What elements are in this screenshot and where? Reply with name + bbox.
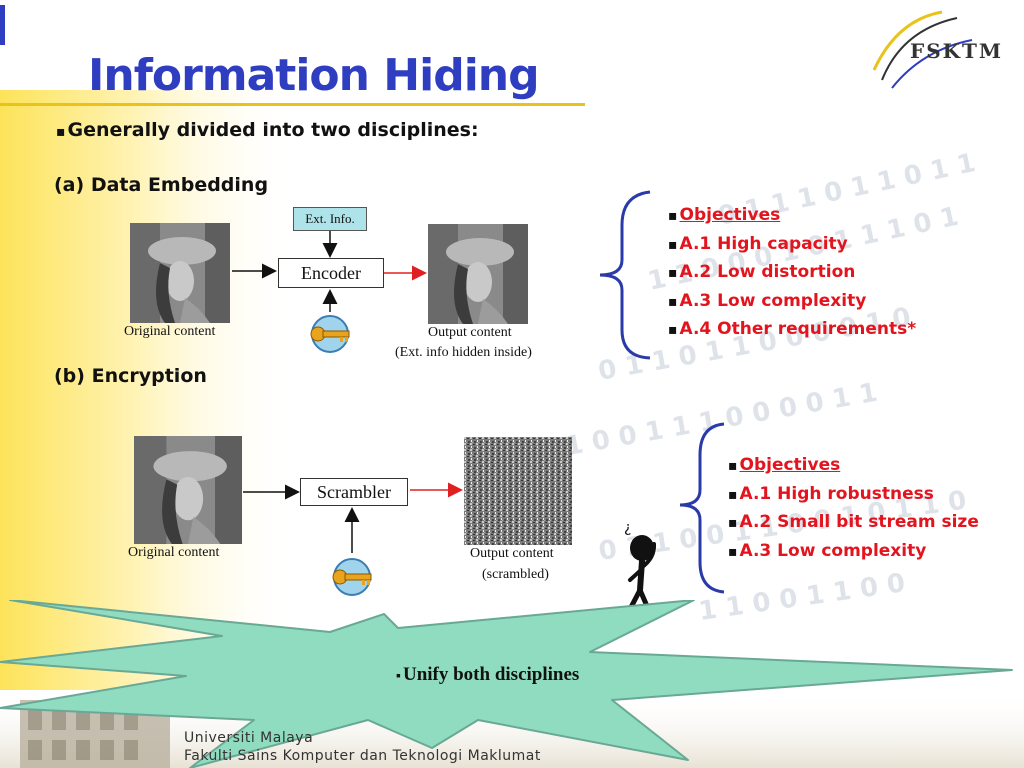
objective-b-3: A.3 Low complexity (728, 538, 979, 567)
section-a-label: Data Embedding (90, 174, 269, 196)
output-caption-b-line2: (scrambled) (482, 567, 549, 582)
output-caption-b-line1: Output content (470, 546, 554, 561)
objective-b-2: A.2 Small bit stream size (728, 509, 979, 538)
scrambler-box: Scrambler (300, 478, 408, 506)
objective-a-3: A.3 Low complexity (668, 288, 916, 317)
ext-info-box: Ext. Info. (293, 207, 367, 231)
encoder-box: Encoder (278, 258, 384, 288)
original-caption-b: Original content (128, 545, 220, 560)
objectives-a-heading: Objectives (668, 202, 916, 231)
intro-bullet: Generally divided into two disciplines: (56, 119, 479, 141)
footer-faculty: Fakulti Sains Komputer dan Teknologi Mak… (184, 748, 541, 764)
fsktm-logo: FSKTM (872, 10, 1002, 89)
objective-a-4: A.4 Other requirements* (668, 316, 917, 345)
section-b-marker: (b) (54, 365, 85, 387)
section-b-label: Encryption (91, 365, 207, 387)
objective-b-1: A.1 High robustness (728, 481, 979, 510)
output-caption-a-line1: Output content (428, 325, 512, 340)
output-caption-a-line2: (Ext. info hidden inside) (395, 345, 532, 360)
section-a-marker: (a) (54, 174, 85, 196)
key-icon (332, 558, 372, 596)
slide-title: Information Hiding (88, 50, 540, 101)
original-image-b (134, 436, 242, 544)
objectives-a: Objectives A.1 High capacity A.2 Low dis… (668, 202, 917, 345)
svg-text:¿: ¿ (624, 520, 631, 536)
objective-a-2: A.2 Low distortion (668, 259, 916, 288)
scrambled-image (464, 437, 572, 545)
objective-a-1: A.1 High capacity (668, 231, 916, 260)
objectives-b: Objectives A.1 High robustness A.2 Small… (728, 452, 979, 566)
callout-text: Unify both disciplines (396, 664, 579, 686)
objectives-b-heading: Objectives (728, 452, 979, 481)
section-a-heading: (a) Data Embedding (54, 174, 268, 196)
svg-text:FSKTM: FSKTM (910, 39, 1002, 63)
original-image-a (130, 223, 230, 323)
original-caption-a: Original content (124, 324, 216, 339)
key-icon (310, 315, 350, 353)
output-image-a (428, 224, 528, 324)
section-b-heading: (b) Encryption (54, 365, 207, 387)
footer-university: Universiti Malaya (184, 730, 314, 746)
